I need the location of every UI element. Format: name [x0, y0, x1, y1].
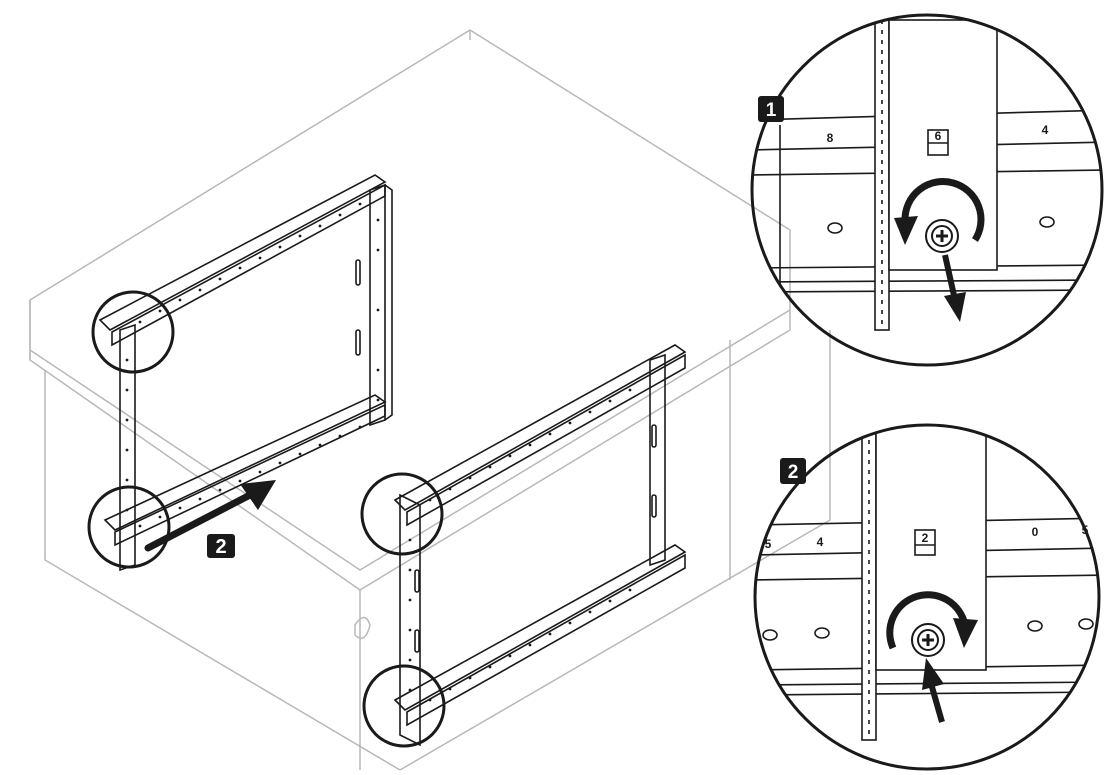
- detail-2-magnifier-circle: [753, 423, 1101, 771]
- rotate-counterclockwise-arrow-icon: [894, 178, 985, 245]
- detail-2-ruler-far-left: 5: [765, 537, 772, 551]
- detail-2-ruler-left: 4: [817, 535, 824, 549]
- highlight-circles: [87, 290, 446, 748]
- screw-icon: [925, 219, 959, 253]
- detail-2: 5 4 2 0 5 2: [753, 423, 1101, 771]
- svg-text:2: 2: [215, 536, 226, 558]
- svg-text:1: 1: [766, 100, 777, 121]
- push-in-arrow-icon: [922, 658, 945, 723]
- screw-icon: [911, 623, 945, 657]
- detail-2-ruler-right: 0: [1032, 525, 1039, 539]
- highlight-circle-left-bottom: [87, 485, 171, 569]
- detail-1: 8 6 4 1: [750, 13, 1104, 367]
- detail-1-ruler-tag: 6: [935, 129, 942, 143]
- rotate-clockwise-arrow-icon: [886, 591, 978, 650]
- detail-2-step-badge: 2: [780, 458, 806, 484]
- svg-text:2: 2: [788, 462, 799, 483]
- slide-direction-arrow: [144, 480, 276, 552]
- right-rack-frame: [393, 344, 687, 747]
- detail-1-ruler-left: 8: [827, 131, 834, 145]
- detail-1-magnifier-circle: [750, 13, 1104, 367]
- right-rack-holes: [408, 388, 632, 702]
- highlight-circle-left-top: [91, 290, 175, 374]
- detail-2-ruler-tag: 2: [922, 531, 929, 545]
- detail-1-step-badge: 1: [758, 96, 784, 122]
- detail-1-ruler-right: 4: [1042, 123, 1049, 137]
- left-rack-holes: [125, 202, 380, 528]
- cabinet-outline: [29, 29, 831, 771]
- left-rack-frame: [98, 174, 393, 572]
- highlight-circle-right-bottom: [362, 664, 446, 748]
- highlight-circle-right-top: [360, 472, 444, 556]
- step-2-label-main: 2: [207, 534, 235, 558]
- pull-out-arrow-icon: [942, 254, 966, 322]
